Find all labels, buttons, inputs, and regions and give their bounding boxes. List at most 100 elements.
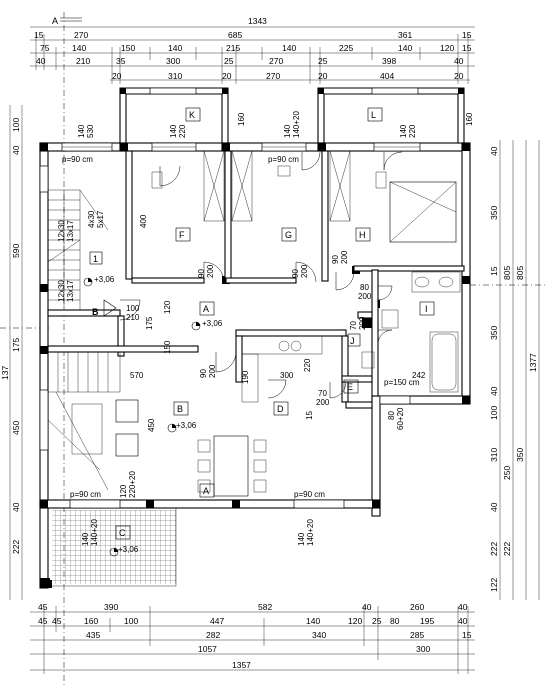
dim-right-r1-4: 40 xyxy=(489,386,499,396)
dim-bot-r2-3: 100 xyxy=(124,616,138,626)
dim-bot-r2-10: 40 xyxy=(458,616,468,626)
label-di-b: 200 xyxy=(358,292,372,301)
bottom-dimension-lines: 45 390 582 40 260 40 45 45 160 100 447 1… xyxy=(30,602,475,674)
label-wd-a: 140 xyxy=(297,532,306,546)
dim-top-total: 1343 xyxy=(248,16,267,26)
dim-right-r2-2: 222 xyxy=(502,542,512,556)
dim-left-partial: 137 xyxy=(0,366,10,380)
dim-bot-r3-4: 15 xyxy=(462,630,472,640)
dim-bot-r3-0: 435 xyxy=(86,630,100,640)
dim-bot-r2-4: 447 xyxy=(210,616,224,626)
dim-right-r1-7: 40 xyxy=(489,502,499,512)
room-label-b: B xyxy=(177,404,183,414)
dim-bot-r2-9: 195 xyxy=(420,616,434,626)
label-dh-b: 200 xyxy=(340,250,349,264)
label-stair-4: 5x17 xyxy=(96,210,105,228)
dim-bot-r2-0: 45 xyxy=(38,616,48,626)
room-labels: K L F G H I A B D A C E J 1 B xyxy=(89,107,435,540)
dim-right-r1-6: 310 xyxy=(489,448,499,462)
room-label-stair: 1 xyxy=(93,254,98,264)
level-a: +3,06 xyxy=(202,319,223,328)
label-wc-b: 140+20 xyxy=(90,519,99,546)
label-wg-a: 140 xyxy=(283,124,292,138)
label-v450: 450 xyxy=(147,418,156,432)
dim-bot-r2-6: 120 xyxy=(348,616,362,626)
label-dh-a: 90 xyxy=(331,255,340,264)
label-p90-3: p=90 cm xyxy=(70,490,101,499)
dim-top-r1-4: 15 xyxy=(462,30,472,40)
label-df-b: 200 xyxy=(206,264,215,278)
dim-top-r3-8: 40 xyxy=(454,56,464,66)
dim-top-r3-3: 300 xyxy=(166,56,180,66)
top-windows xyxy=(39,87,421,509)
dim-top-r4-5: 404 xyxy=(380,71,394,81)
label-door-b-b: 210 xyxy=(126,313,140,322)
dim-bot-r3-3: 285 xyxy=(410,630,424,640)
level-c: +3,06 xyxy=(118,545,139,554)
label-dj-b: 200 xyxy=(358,316,367,330)
closets xyxy=(151,150,457,243)
dim-left-5: 40 xyxy=(11,502,21,512)
room-label-a: A xyxy=(203,304,209,314)
dim-bot-r2-8: 80 xyxy=(390,616,400,626)
label-stair-1: 12x30 xyxy=(57,220,66,242)
label-dg-a: 90 xyxy=(291,269,300,278)
label-stair-3: 4x30 xyxy=(87,210,96,228)
dim-top-r2-0: 75 xyxy=(40,43,50,53)
dim-top-r4-1: 310 xyxy=(168,71,182,81)
label-dd-a: 70 xyxy=(318,389,327,398)
dim-top-r2-7: 140 xyxy=(398,43,412,53)
label-stair-6: 13x17 xyxy=(66,280,75,302)
dim-left-6: 222 xyxy=(11,540,21,554)
dim-right-r1-8: 222 xyxy=(489,542,499,556)
dim-right-r1-9: 122 xyxy=(489,578,499,592)
dim-top-r1-3: 361 xyxy=(398,30,412,40)
room-label-j: J xyxy=(350,336,355,346)
dim-bot-total: 1357 xyxy=(232,660,251,670)
dim-bot-r2-5: 140 xyxy=(306,616,320,626)
label-h242: 242 xyxy=(412,371,426,380)
dim-bot-r2-2: 160 xyxy=(84,616,98,626)
dim-bot-r3-2: 340 xyxy=(312,630,326,640)
dim-left-3: 175 xyxy=(11,338,21,352)
terrace-tiles xyxy=(52,510,176,584)
dim-bot-r2-1: 45 xyxy=(52,616,62,626)
label-p90-1: p=90 cm xyxy=(62,155,93,164)
label-wk-a: 140 xyxy=(169,124,178,138)
dim-bot-r4-1: 300 xyxy=(416,644,430,654)
annotations: p=90 cm p=90 cm p=90 cm p=90 cm p=150 cm… xyxy=(57,111,474,546)
dim-top-r4-6: 20 xyxy=(454,71,464,81)
label-wd-b: 140+20 xyxy=(306,519,315,546)
top-dimension-lines: A 1343 15 270 685 361 15 75 140 150 140 … xyxy=(30,12,475,685)
dim-bot-r3-1: 282 xyxy=(206,630,220,640)
dim-right-r2-0: 805 xyxy=(502,266,512,280)
dim-right-r1-5: 100 xyxy=(489,406,499,420)
room-label-k: K xyxy=(189,110,195,120)
dim-top-r2-4: 215 xyxy=(226,43,240,53)
label-da-b: 200 xyxy=(208,364,217,378)
dim-top-r4-3: 270 xyxy=(266,71,280,81)
label-v60-20: 60+20 xyxy=(396,407,405,430)
dim-top-r2-9: 15 xyxy=(462,43,472,53)
left-dimension-lines: 100 40 590 175 450 40 222 137 xyxy=(0,105,50,600)
dim-right-total: 1377 xyxy=(528,353,538,372)
dim-right-r1-1: 350 xyxy=(489,206,499,220)
dim-top-r3-6: 25 xyxy=(318,56,328,66)
label-door-b-a: 100 xyxy=(126,304,140,313)
interior-walls xyxy=(47,150,465,409)
stairs xyxy=(47,189,121,491)
dim-right-r3-0: 805 xyxy=(515,266,525,280)
door-swings xyxy=(103,151,403,399)
label-p90-4: p=90 cm xyxy=(294,490,325,499)
label-wb-a: 120 xyxy=(119,484,128,498)
label-v120: 120 xyxy=(163,300,172,314)
dim-top-r3-0: 40 xyxy=(36,56,46,66)
living-furniture xyxy=(71,271,461,497)
dim-left-0: 100 xyxy=(11,118,21,132)
dim-top-r2-8: 120 xyxy=(440,43,454,53)
level-stair: +3,06 xyxy=(94,275,115,284)
dim-top-r1-0: 15 xyxy=(34,30,44,40)
label-dj-a: 70 xyxy=(349,321,358,330)
dim-top-r1-1: 270 xyxy=(74,30,88,40)
room-label-d: D xyxy=(277,404,284,414)
